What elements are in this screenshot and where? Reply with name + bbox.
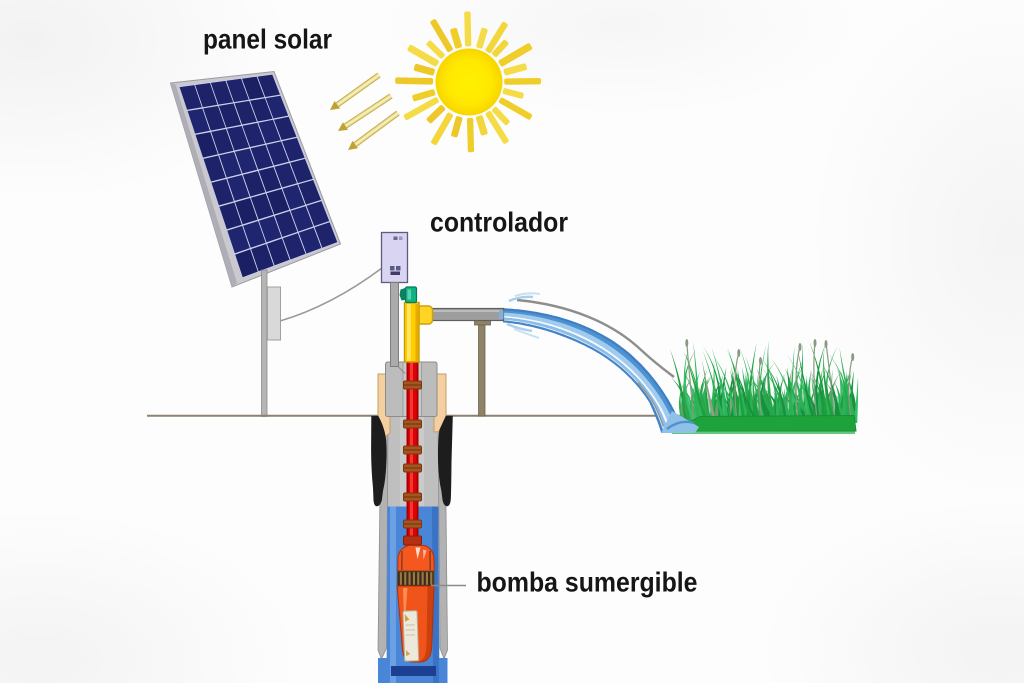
svg-text:panel solar: panel solar (203, 24, 332, 55)
svg-text:bomba sumergible: bomba sumergible (477, 567, 698, 598)
svg-text:controlador: controlador (430, 207, 568, 238)
